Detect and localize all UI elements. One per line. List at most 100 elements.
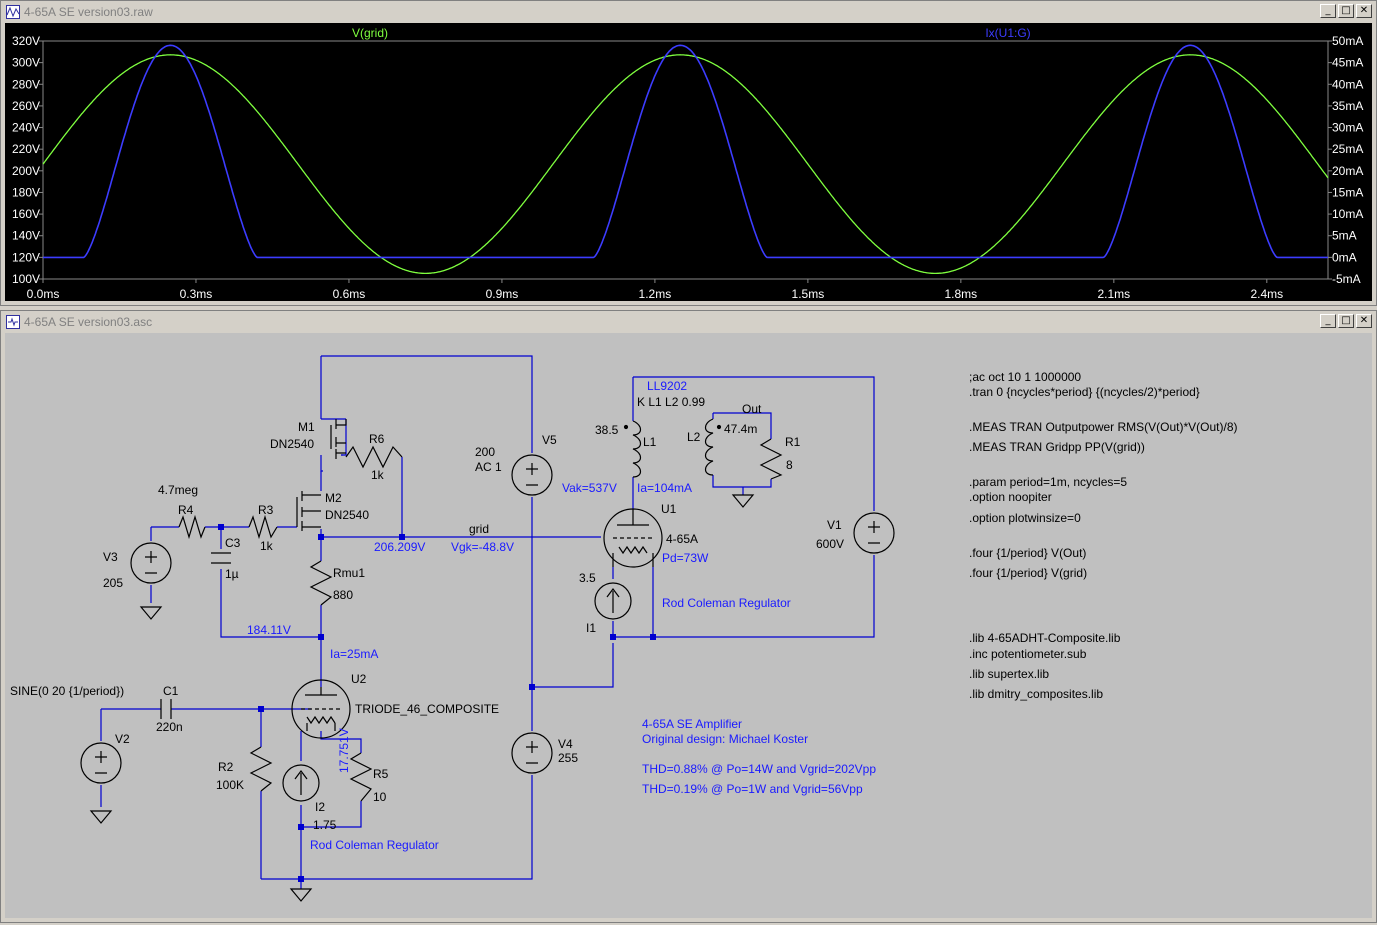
spice-directives[interactable]: ;ac oct 10 1 1000000.tran 0 {ncycles*per…	[969, 370, 1238, 701]
i1-label[interactable]: I1	[586, 621, 596, 635]
r5-label[interactable]: R5	[373, 767, 389, 781]
source-v2-symbol	[80, 742, 122, 784]
u1-ia[interactable]: Ia=104mA	[637, 481, 692, 495]
v5-value[interactable]: 200	[475, 445, 495, 459]
trace-ix[interactable]	[43, 44, 1328, 259]
waveform-svg[interactable]: V(grid) Ix(U1:G) 320V300V280V260V240V220…	[5, 23, 1374, 303]
regulator-comment-1[interactable]: Rod Coleman Regulator	[662, 596, 791, 610]
m2-model[interactable]: DN2540	[325, 508, 369, 522]
transformer-model[interactable]: LL9202	[647, 379, 687, 393]
m1-label[interactable]: M1	[298, 420, 315, 434]
y-left-tick-label: 300V	[12, 56, 40, 70]
design-credit-comment[interactable]: Original design: Michael Koster	[642, 732, 808, 746]
m1-model[interactable]: DN2540	[270, 437, 314, 451]
spice-directive-line[interactable]: .lib dmitry_composites.lib	[969, 687, 1103, 701]
u2-label[interactable]: U2	[351, 672, 367, 686]
u2-ia[interactable]: Ia=25mA	[330, 647, 378, 661]
thd-comment-2[interactable]: THD=0.19% @ Po=1W and Vgrid=56Vpp	[642, 782, 863, 796]
spice-directive-line[interactable]: .MEAS TRAN Gridpp PP(V(grid))	[969, 440, 1145, 454]
rmu1-label[interactable]: Rmu1	[333, 566, 365, 580]
r3-value[interactable]: 1k	[260, 539, 274, 553]
v5-ac[interactable]: AC 1	[475, 460, 502, 474]
spice-directive-line[interactable]: .option plotwinsize=0	[969, 511, 1081, 525]
m2-label[interactable]: M2	[325, 491, 342, 505]
tube-u1-symbol	[603, 508, 663, 568]
spice-directive-line[interactable]: ;ac oct 10 1 1000000	[969, 370, 1081, 384]
c1-label[interactable]: C1	[163, 684, 179, 698]
u1-vak[interactable]: Vak=537V	[562, 481, 617, 495]
u2-filament-voltage[interactable]: 17.751V	[337, 728, 351, 773]
v1-label[interactable]: V1	[827, 518, 842, 532]
l1-value[interactable]: 38.5	[595, 423, 619, 437]
out-net-label[interactable]: Out	[742, 402, 762, 416]
waveform-titlebar[interactable]: 4-65A SE version03.raw _ □ ✕	[3, 3, 1374, 21]
c3-label[interactable]: C3	[225, 536, 241, 550]
spice-directive-line[interactable]: .option noopiter	[969, 490, 1052, 504]
r3-label[interactable]: R3	[258, 503, 274, 517]
u1-label[interactable]: U1	[661, 502, 677, 516]
trace-label-ix[interactable]: Ix(U1:G)	[985, 26, 1030, 40]
u1-model[interactable]: 4-65A	[666, 532, 698, 546]
schematic-canvas[interactable]: M1 DN2540 R6 1k M2 DN2540 4.7meg R4 R3 1…	[5, 333, 1372, 918]
spice-directive-line[interactable]: .tran 0 {ncycles*period} {(ncycles/2)*pe…	[969, 385, 1200, 399]
spice-directive-line[interactable]: .four {1/period} V(grid)	[969, 566, 1087, 580]
plot-frame	[42, 40, 1329, 280]
node-voltage-206[interactable]: 206.209V	[374, 540, 425, 554]
minimize-button[interactable]: _	[1320, 4, 1336, 18]
v3-label[interactable]: V3	[103, 550, 118, 564]
r6-value[interactable]: 1k	[371, 468, 385, 482]
v5-label[interactable]: V5	[542, 433, 557, 447]
trace-label-vgrid[interactable]: V(grid)	[352, 26, 388, 40]
r5-value[interactable]: 10	[373, 790, 387, 804]
l1-label[interactable]: L1	[643, 435, 657, 449]
i2-value[interactable]: 1.75	[313, 818, 337, 832]
amp-title-comment[interactable]: 4-65A SE Amplifier	[642, 717, 742, 731]
l2-value[interactable]: 47.4m	[724, 422, 757, 436]
r6-label[interactable]: R6	[369, 432, 385, 446]
r2-value[interactable]: 100K	[216, 778, 244, 792]
y-left-tick-label: 240V	[12, 121, 40, 135]
schematic-svg[interactable]: M1 DN2540 R6 1k M2 DN2540 4.7meg R4 R3 1…	[5, 333, 1374, 920]
close-button[interactable]: ✕	[1356, 314, 1372, 328]
spice-directive-line[interactable]: .four {1/period} V(Out)	[969, 546, 1086, 560]
v2-label[interactable]: V2	[115, 732, 130, 746]
spice-directive-line[interactable]: .lib 4-65ADHT-Composite.lib	[969, 631, 1121, 645]
c1-value[interactable]: 220n	[156, 720, 183, 734]
maximize-button[interactable]: □	[1338, 4, 1354, 18]
v3-value[interactable]: 205	[103, 576, 123, 590]
close-button[interactable]: ✕	[1356, 4, 1372, 18]
l2-label[interactable]: L2	[687, 430, 701, 444]
thd-comment-1[interactable]: THD=0.88% @ Po=14W and Vgrid=202Vpp	[642, 762, 876, 776]
r1-value[interactable]: 8	[786, 458, 793, 472]
r4-label[interactable]: R4	[178, 503, 194, 517]
maximize-button[interactable]: □	[1338, 314, 1354, 328]
waveform-window: 4-65A SE version03.raw _ □ ✕ V(grid) Ix(…	[0, 0, 1377, 306]
c3-value[interactable]: 1µ	[225, 567, 239, 581]
trace-vgrid[interactable]	[42, 54, 1329, 275]
u1-vgk[interactable]: Vgk=-48.8V	[451, 540, 514, 554]
grid-net-label[interactable]: grid	[469, 522, 489, 536]
schematic-titlebar[interactable]: 4-65A SE version03.asc _ □ ✕	[3, 313, 1374, 331]
r1-label[interactable]: R1	[785, 435, 801, 449]
spice-directive-line[interactable]: .inc potentiometer.sub	[969, 647, 1087, 661]
minimize-button[interactable]: _	[1320, 314, 1336, 328]
u2-model[interactable]: TRIODE_46_COMPOSITE	[355, 702, 499, 716]
node-voltage-184[interactable]: 184.11V	[247, 623, 291, 637]
i1-value[interactable]: 3.5	[579, 571, 596, 585]
regulator-comment-2[interactable]: Rod Coleman Regulator	[310, 838, 439, 852]
y-left-tick-label: 160V	[12, 207, 40, 221]
spice-directive-line[interactable]: .MEAS TRAN Outputpower RMS(V(Out)*V(Out)…	[969, 420, 1238, 434]
spice-directive-line[interactable]: .lib supertex.lib	[969, 667, 1049, 681]
v2-source-spec[interactable]: SINE(0 20 {1/period})	[10, 684, 124, 698]
v4-value[interactable]: 255	[558, 751, 578, 765]
r4-value[interactable]: 4.7meg	[158, 483, 198, 497]
u1-pd[interactable]: Pd=73W	[662, 551, 709, 565]
r2-label[interactable]: R2	[218, 760, 234, 774]
i2-label[interactable]: I2	[315, 800, 325, 814]
rmu1-value[interactable]: 880	[333, 588, 353, 602]
v4-label[interactable]: V4	[558, 737, 573, 751]
coupling-k[interactable]: K L1 L2 0.99	[637, 395, 705, 409]
v1-value[interactable]: 600V	[816, 537, 844, 551]
spice-directive-line[interactable]: .param period=1m, ncycles=5	[969, 475, 1127, 489]
